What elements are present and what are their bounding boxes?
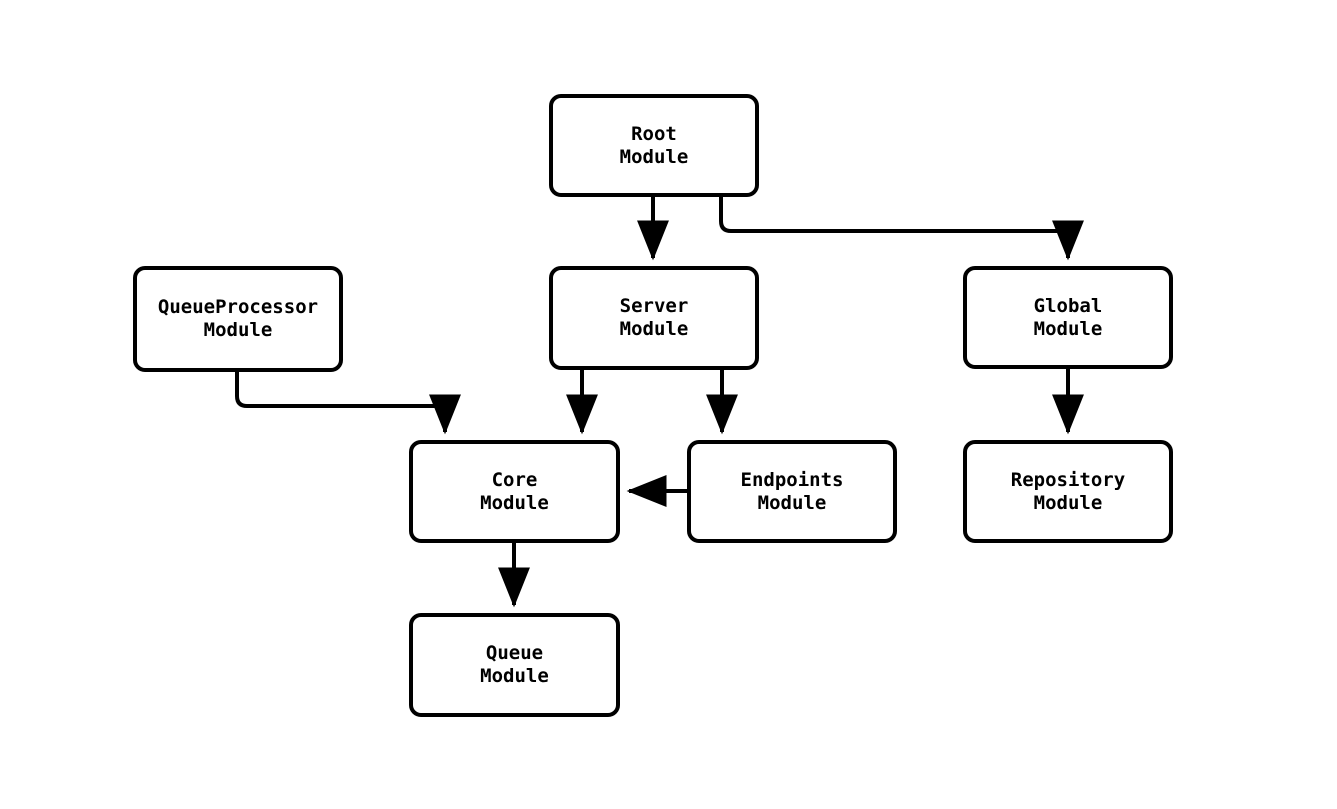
node-endpoints-module[interactable]: Endpoints Module: [687, 440, 897, 543]
node-queue-module-line2: Module: [480, 665, 549, 687]
node-queue-module-line1: Queue: [485, 642, 544, 664]
node-queueprocessor-module[interactable]: QueueProcessor Module: [133, 266, 343, 372]
edge-root-to-global: [719, 197, 1084, 261]
node-server-module-line2: Module: [619, 318, 689, 340]
edge-queueprocessor-to-core: [235, 372, 461, 435]
node-root-module-line2: Module: [619, 145, 689, 168]
node-server-module[interactable]: Server Module: [549, 266, 759, 370]
node-repository-module-line2: Module: [1033, 491, 1103, 514]
node-root-module-line1: Root: [631, 122, 677, 145]
node-core-module-line1: Core: [491, 468, 538, 491]
node-endpoints-module-line2: Module: [757, 491, 827, 514]
node-queueprocessor-module-line2: Module: [203, 319, 273, 341]
node-global-module[interactable]: Global Module: [963, 266, 1173, 369]
node-core-module[interactable]: Core Module: [409, 440, 620, 543]
node-queue-module[interactable]: Queue Module: [409, 613, 620, 717]
node-endpoints-module-line1: Endpoints: [740, 468, 844, 491]
node-queueprocessor-module-line1: QueueProcessor: [157, 296, 319, 318]
node-core-module-line2: Module: [480, 491, 549, 514]
node-global-module-line2: Module: [1033, 317, 1103, 340]
node-server-module-line1: Server: [619, 295, 689, 317]
node-global-module-line1: Global: [1033, 294, 1103, 317]
node-root-module[interactable]: Root Module: [549, 94, 759, 197]
node-repository-module-line1: Repository: [1010, 468, 1126, 491]
node-repository-module[interactable]: Repository Module: [963, 440, 1173, 543]
